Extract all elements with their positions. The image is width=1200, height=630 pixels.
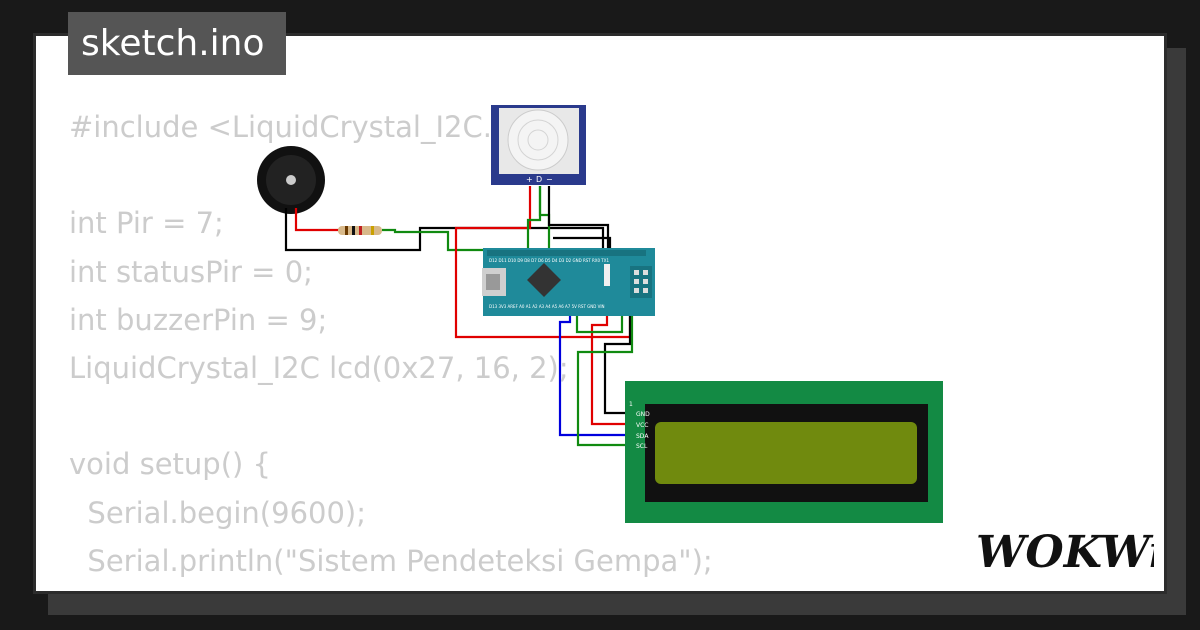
wire-black (603, 314, 632, 415)
code-line: #include <LiquidCrystal_I2C.h> (69, 110, 535, 144)
lcd-pin1-label: 1 (629, 401, 633, 408)
nano-top-label: D12 D11 D10 D9 D8 D7 D6 D5 D4 D3 D2 GND … (489, 258, 609, 263)
code-preview: #include <LiquidCrystal_I2C.h>int Pir = … (69, 103, 713, 591)
code-line: int buzzerPin = 9; (69, 302, 328, 337)
lcd-1602[interactable]: 1 GND VCC SDA SCL (625, 381, 943, 523)
resistor[interactable] (338, 226, 382, 235)
lcd-pin-label: SCL (636, 443, 648, 450)
lcd-pin-label: VCC (636, 422, 648, 429)
file-name-tab[interactable]: sketch.ino (68, 12, 286, 75)
nano-top-pins (487, 250, 646, 256)
pir-pin-label: + (526, 175, 533, 184)
wire-black (547, 186, 610, 252)
mcu-chip (527, 263, 561, 297)
wire-black (553, 236, 612, 252)
lcd-pin-label: GND (636, 411, 650, 418)
code-line: int Pir = 7; (69, 206, 224, 241)
nano-bottom-label: D13 3V3 AREF A0 A1 A2 A3 A4 A5 A6 A7 5V … (489, 304, 605, 309)
code-line: Serial.begin(9600); (69, 495, 367, 530)
arduino-nano[interactable]: D12 D11 D10 D9 D8 D7 D6 D5 D4 D3 D2 GND … (482, 248, 655, 316)
wire-black (284, 208, 605, 252)
lcd-pin-label: SDA (636, 433, 649, 440)
wire-blue (558, 314, 628, 437)
wire-green (575, 310, 624, 334)
code-line: Serial.println("Sistem Pendeteksi Gempa"… (69, 543, 713, 578)
pir-sensor[interactable]: + D − (491, 105, 586, 185)
pir-pin-label: − (546, 175, 553, 184)
wire-red (294, 208, 345, 232)
code-line: LiquidCrystal_I2C lcd(0x27, 16, 2); (69, 350, 569, 385)
wire-red (590, 314, 628, 426)
code-line: int statusPir = 0; (69, 254, 313, 289)
buzzer[interactable] (257, 146, 325, 214)
pir-pin-label: D (536, 175, 542, 184)
wire-green (538, 186, 551, 252)
code-line: void setup() { (69, 447, 271, 482)
wokwi-logo-text: WOKWi (976, 527, 1154, 578)
wire-green (382, 228, 520, 252)
wires (284, 186, 634, 447)
wokwi-logo: WOKWi (976, 527, 1154, 578)
wire-green (576, 314, 634, 447)
